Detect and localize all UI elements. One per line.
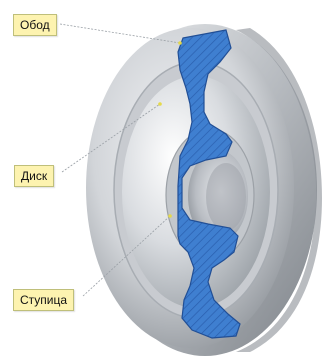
- leader-line-rim: [60, 24, 180, 43]
- leader-dot-disc: [158, 102, 162, 106]
- leader-dot-hub: [168, 214, 172, 218]
- disc-label: Диск: [14, 165, 54, 187]
- rim-label: Обод: [13, 14, 57, 36]
- hub-bore-shadow: [206, 163, 246, 231]
- leader-dot-rim: [178, 41, 182, 45]
- hub-label: Ступица: [13, 289, 74, 311]
